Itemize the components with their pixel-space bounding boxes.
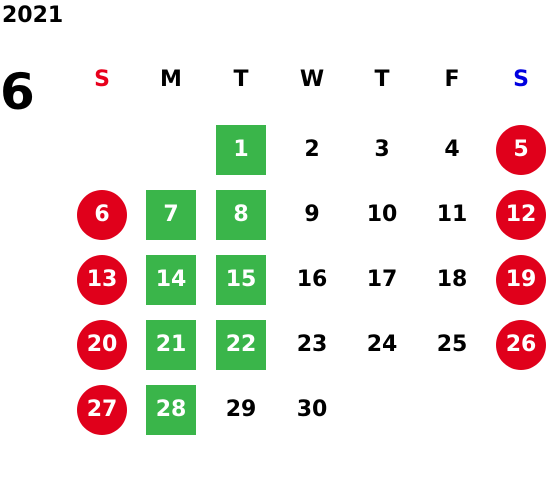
day-cell-26[interactable]: 26 [496, 320, 546, 370]
day-cell-19[interactable]: 19 [496, 255, 546, 305]
day-cell-1[interactable]: 1 [216, 125, 266, 175]
day-cell-25[interactable]: 25 [436, 332, 468, 357]
day-cell-8[interactable]: 8 [216, 190, 266, 240]
day-cell-17[interactable]: 17 [366, 267, 398, 292]
weekday-header-friday: F [444, 67, 460, 92]
weekday-header-thursday: T [374, 67, 390, 92]
day-cell-20[interactable]: 20 [77, 320, 127, 370]
weekday-header-tuesday: T [233, 67, 249, 92]
weekday-header-saturday: S [513, 67, 529, 92]
day-cell-9[interactable]: 9 [304, 202, 320, 227]
day-cell-3[interactable]: 3 [374, 137, 390, 162]
day-cell-13[interactable]: 13 [77, 255, 127, 305]
day-cell-22[interactable]: 22 [216, 320, 266, 370]
day-cell-6[interactable]: 6 [77, 190, 127, 240]
day-cell-29[interactable]: 29 [225, 397, 257, 422]
day-cell-14[interactable]: 14 [146, 255, 196, 305]
day-cell-16[interactable]: 16 [296, 267, 328, 292]
weekday-header-monday: M [160, 67, 182, 92]
day-cell-27[interactable]: 27 [77, 385, 127, 435]
day-cell-5[interactable]: 5 [496, 125, 546, 175]
weekday-header-wednesday: W [299, 67, 325, 92]
month-number: 6 [0, 63, 35, 121]
day-cell-28[interactable]: 28 [146, 385, 196, 435]
day-cell-7[interactable]: 7 [146, 190, 196, 240]
day-cell-30[interactable]: 30 [296, 397, 328, 422]
day-cell-24[interactable]: 24 [366, 332, 398, 357]
day-cell-12[interactable]: 12 [496, 190, 546, 240]
weekday-header-sunday: S [94, 67, 110, 92]
day-cell-11[interactable]: 11 [436, 202, 468, 227]
day-cell-23[interactable]: 23 [296, 332, 328, 357]
day-cell-15[interactable]: 15 [216, 255, 266, 305]
day-cell-10[interactable]: 10 [366, 202, 398, 227]
day-cell-4[interactable]: 4 [444, 137, 460, 162]
day-cell-18[interactable]: 18 [436, 267, 468, 292]
day-cell-21[interactable]: 21 [146, 320, 196, 370]
year-label: 2021 [2, 3, 64, 28]
day-cell-2[interactable]: 2 [304, 137, 320, 162]
